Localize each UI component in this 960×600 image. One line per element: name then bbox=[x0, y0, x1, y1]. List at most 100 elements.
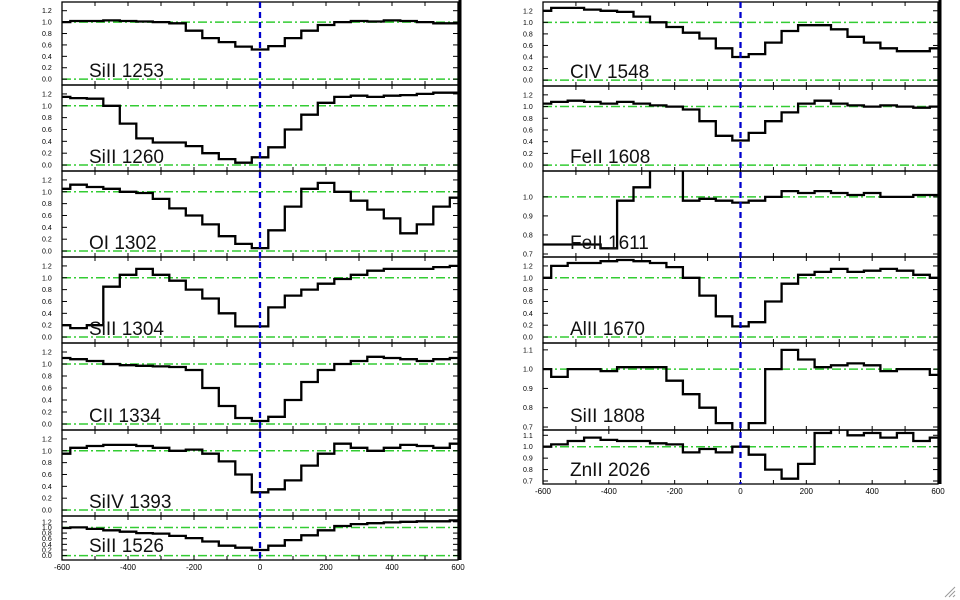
y-tick-label: 0.8 bbox=[523, 31, 533, 38]
panel-label-alii-1670: AlII 1670 bbox=[570, 319, 645, 340]
y-tick-label: 0.8 bbox=[42, 31, 52, 38]
y-tick-label: 0.7 bbox=[523, 425, 533, 432]
y-tick-label: 0.8 bbox=[42, 115, 52, 122]
y-tick-label: 1.0 bbox=[42, 103, 52, 110]
y-tick-label: 0.8 bbox=[523, 287, 533, 294]
y-tick-label: 0.4 bbox=[523, 55, 533, 62]
panel-label-siii-1526: SiII 1526 bbox=[89, 536, 164, 557]
y-tick-label: 0.2 bbox=[42, 237, 52, 244]
x-tick-label: 0 bbox=[258, 563, 263, 572]
y-tick-label: 0.8 bbox=[523, 467, 533, 474]
y-tick-label: 0.7 bbox=[523, 252, 533, 259]
y-tick-label: 1.0 bbox=[42, 362, 52, 369]
y-tick-label: 0.4 bbox=[42, 139, 52, 146]
y-tick-label: 0.6 bbox=[42, 536, 52, 543]
y-tick-label: 1.0 bbox=[42, 525, 52, 532]
y-tick-label: 0.0 bbox=[42, 422, 52, 429]
panel-label-civ-1548: CIV 1548 bbox=[570, 62, 649, 83]
y-tick-label: 0.8 bbox=[42, 287, 52, 294]
y-tick-label: 1.2 bbox=[523, 263, 533, 270]
y-tick-label: 1.0 bbox=[523, 104, 533, 111]
y-tick-label: 1.2 bbox=[42, 177, 52, 184]
y-tick-label: 0.0 bbox=[42, 249, 52, 256]
x-tick-label: 400 bbox=[385, 563, 399, 572]
y-tick-label: 1.0 bbox=[523, 20, 533, 27]
y-tick-label: 1.2 bbox=[42, 436, 52, 443]
y-tick-label: 0.2 bbox=[42, 323, 52, 330]
y-tick-label: 0.6 bbox=[42, 472, 52, 479]
y-tick-label: 0.2 bbox=[523, 151, 533, 158]
x-tick-label: 200 bbox=[319, 563, 333, 572]
y-tick-label: 1.0 bbox=[523, 194, 533, 201]
y-tick-label: 0.4 bbox=[523, 139, 533, 146]
spectrum-series-oi-1302 bbox=[62, 181, 458, 250]
y-tick-label: 1.2 bbox=[42, 519, 52, 526]
y-tick-label: 1.1 bbox=[523, 347, 533, 354]
spectrum-series-siii-1253 bbox=[62, 19, 458, 51]
spectrum-series-feii-1608 bbox=[543, 99, 938, 142]
y-tick-label: 0.4 bbox=[42, 225, 52, 232]
y-tick-label: 0.4 bbox=[42, 484, 52, 491]
y-tick-label: 0.4 bbox=[42, 311, 52, 318]
y-tick-label: 1.2 bbox=[523, 92, 533, 99]
y-tick-label: 0.8 bbox=[523, 405, 533, 412]
y-tick-label: 0.6 bbox=[42, 42, 52, 49]
y-tick-label: 0.2 bbox=[42, 547, 52, 554]
spectrum-series-cii-1334 bbox=[62, 355, 458, 423]
x-tick-label: -400 bbox=[601, 487, 618, 496]
y-tick-label: 1.2 bbox=[523, 8, 533, 15]
y-tick-label: 1.0 bbox=[42, 20, 52, 27]
panel-label-siiv-1393: SiIV 1393 bbox=[89, 492, 171, 513]
y-tick-label: 0.2 bbox=[42, 410, 52, 417]
y-tick-label: 0.8 bbox=[523, 116, 533, 123]
spectrum-series-siiv-1393 bbox=[62, 442, 458, 494]
y-tick-label: 0.2 bbox=[523, 323, 533, 330]
y-tick-label: 0.6 bbox=[42, 386, 52, 393]
y-tick-label: 0.9 bbox=[523, 213, 533, 220]
y-tick-label: 1.0 bbox=[523, 367, 533, 374]
y-tick-label: 1.2 bbox=[42, 91, 52, 98]
x-tick-label: 200 bbox=[800, 487, 814, 496]
resize-grip-icon[interactable] bbox=[942, 584, 956, 598]
y-tick-label: 0.0 bbox=[523, 78, 533, 85]
panel-label-feii-1611: FeII 1611 bbox=[570, 233, 649, 254]
y-tick-label: 0.0 bbox=[42, 77, 52, 84]
y-tick-label: 0.0 bbox=[523, 335, 533, 342]
x-tick-label: 600 bbox=[931, 487, 945, 496]
spectrum-series-znii-2026 bbox=[543, 430, 938, 480]
y-tick-label: 0.4 bbox=[42, 542, 52, 549]
y-tick-label: 1.0 bbox=[42, 275, 52, 282]
spectrum-series-civ-1548 bbox=[543, 6, 938, 59]
spectrum-series-feii-1611 bbox=[543, 171, 938, 250]
panel-label-znii-2026: ZnII 2026 bbox=[570, 460, 650, 481]
x-tick-label: 0 bbox=[738, 487, 743, 496]
y-tick-label: 0.6 bbox=[523, 299, 533, 306]
y-tick-label: 1.0 bbox=[42, 448, 52, 455]
y-tick-label: 0.4 bbox=[523, 311, 533, 318]
y-tick-label: 0.6 bbox=[42, 299, 52, 306]
y-tick-label: 0.9 bbox=[523, 456, 533, 463]
y-tick-label: 0.0 bbox=[42, 508, 52, 515]
y-tick-label: 0.2 bbox=[42, 496, 52, 503]
y-tick-label: 1.2 bbox=[42, 263, 52, 270]
panel-oi-1302: 0.00.20.40.60.81.01.2OI 1302 bbox=[42, 170, 459, 258]
y-tick-label: 0.4 bbox=[42, 54, 52, 61]
panel-label-siii-1808: SiII 1808 bbox=[570, 406, 645, 427]
y-tick-label: 0.2 bbox=[523, 66, 533, 73]
y-tick-label: 0.2 bbox=[42, 151, 52, 158]
panel-label-feii-1608: FeII 1608 bbox=[570, 147, 650, 168]
y-tick-label: 0.0 bbox=[42, 163, 52, 170]
